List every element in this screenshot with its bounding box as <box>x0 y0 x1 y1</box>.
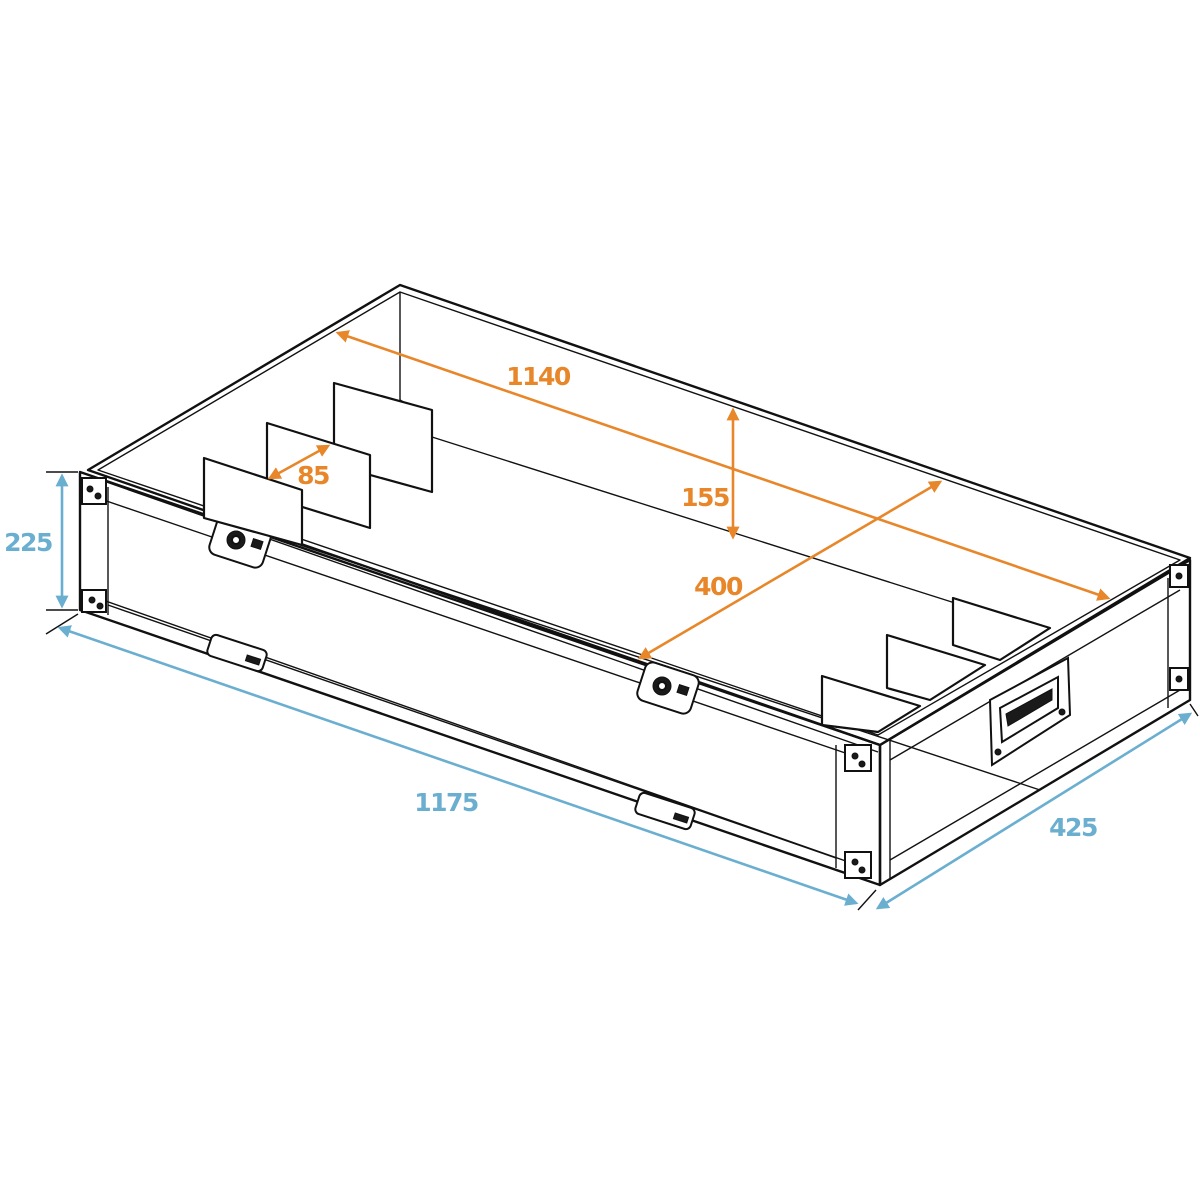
butterfly-latch <box>636 661 700 715</box>
outer-height-dimension: 225 <box>4 471 78 611</box>
corner-bracket <box>844 851 872 879</box>
outer-length-dimension: 1175 <box>45 613 877 911</box>
corner-bracket <box>844 744 872 772</box>
latches <box>208 515 700 715</box>
case-front-face <box>78 470 882 887</box>
catch-plate <box>206 633 268 673</box>
inner-height-label: 155 <box>681 483 729 512</box>
inner-length-label: 1140 <box>506 362 571 391</box>
inner-width-label: 400 <box>694 572 743 601</box>
outer-width-label: 425 <box>1049 813 1097 842</box>
divider-panel <box>951 596 1052 662</box>
divider-spacing-label: 85 <box>297 461 329 490</box>
outer-width-dimension: 425 <box>875 703 1199 910</box>
divider-spacing-dimension: 85 <box>267 444 330 490</box>
outer-height-label: 225 <box>4 528 52 557</box>
outer-dimensions: 225 1175 425 <box>4 471 1199 911</box>
divider-panel <box>202 456 304 547</box>
flight-case <box>78 283 1192 887</box>
side-handle <box>988 656 1072 767</box>
inner-dimensions: 1140 155 400 85 <box>267 330 1111 660</box>
inner-width-dimension: 400 <box>637 480 943 660</box>
inner-length-dimension: 1140 <box>335 330 1111 601</box>
corner-bracket <box>81 477 107 505</box>
outer-length-label: 1175 <box>414 788 478 817</box>
